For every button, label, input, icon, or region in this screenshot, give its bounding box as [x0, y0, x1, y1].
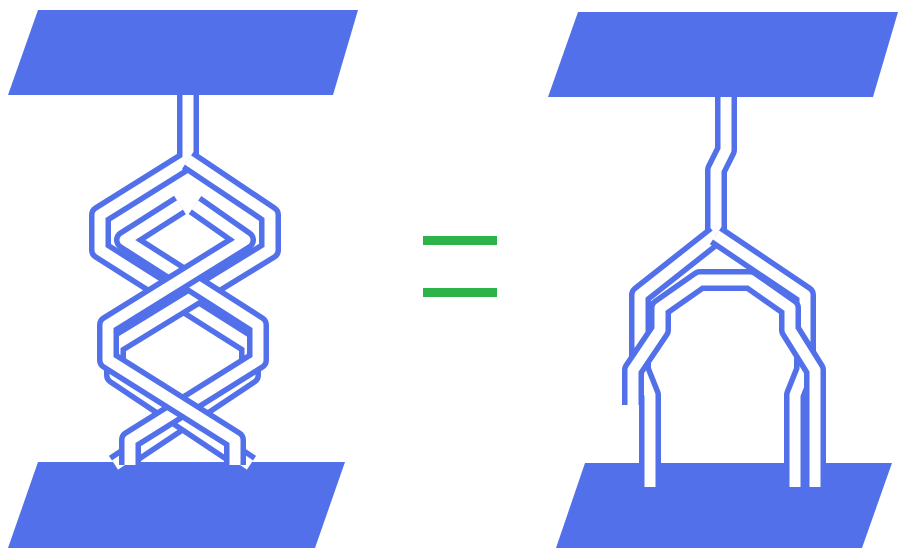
equals-bottom-bar — [423, 288, 497, 297]
right-figure — [548, 12, 898, 548]
right-bottom-plate — [556, 463, 892, 548]
left-bottom-plate — [8, 462, 345, 548]
left-top-plate — [8, 10, 358, 95]
equals-top-bar — [423, 236, 497, 245]
right-top-plate — [548, 12, 898, 97]
left-strand-c — [114, 195, 269, 465]
equals-sign — [423, 236, 497, 297]
left-strand-d — [97, 195, 256, 465]
right-inner-arch — [622, 269, 826, 487]
left-figure — [8, 10, 358, 548]
right-neck — [705, 97, 737, 235]
